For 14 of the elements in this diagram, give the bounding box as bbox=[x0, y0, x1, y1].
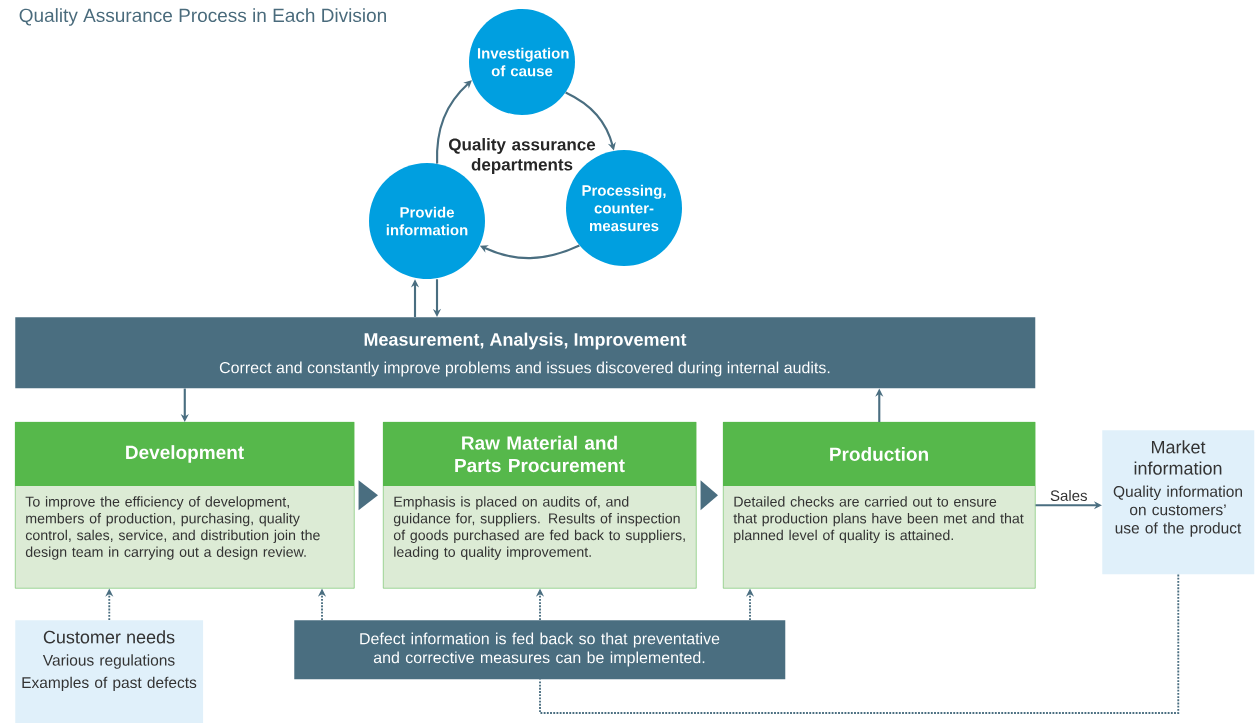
chevron-arrow bbox=[358, 480, 378, 511]
process-box: Raw Material and Parts Procurement Emphasis is placed on audits of, and guidance for, suppliers. Results of inspection of goods purchased are fed back to suppliers, leading to quality improvement. bbox=[383, 422, 697, 589]
chevron-arrow bbox=[700, 480, 718, 511]
banner-box: Measurement, Analysis, Improvement Correct and constantly improve problems and issues discovered during internal audits. bbox=[15, 317, 1036, 389]
title: Quality Assurance Process in Each Division bbox=[19, 8, 386, 26]
banner-box: Defect information is fed back so that preventative and corrective measures can be implemented. bbox=[294, 620, 786, 680]
arrow bbox=[435, 80, 472, 164]
info-box: Customer needs Various regulations Examples of past defects bbox=[15, 620, 204, 723]
info-box: Market information Quality information on customers’ use of the product bbox=[1102, 430, 1255, 575]
edge-label: Sales bbox=[1048, 488, 1089, 503]
circle-node: Investigation of cause bbox=[469, 9, 575, 115]
process-box: Development To improve the efficiency of development, members of production, purchasing, quality control, sales, service, and distribution join the design team in carrying out a design review. bbox=[15, 422, 355, 589]
process-box: Production Detailed checks are carried out to ensure that production plans have been met and that planned level of quality is attained. bbox=[723, 422, 1036, 589]
connector-line bbox=[539, 573, 1180, 714]
